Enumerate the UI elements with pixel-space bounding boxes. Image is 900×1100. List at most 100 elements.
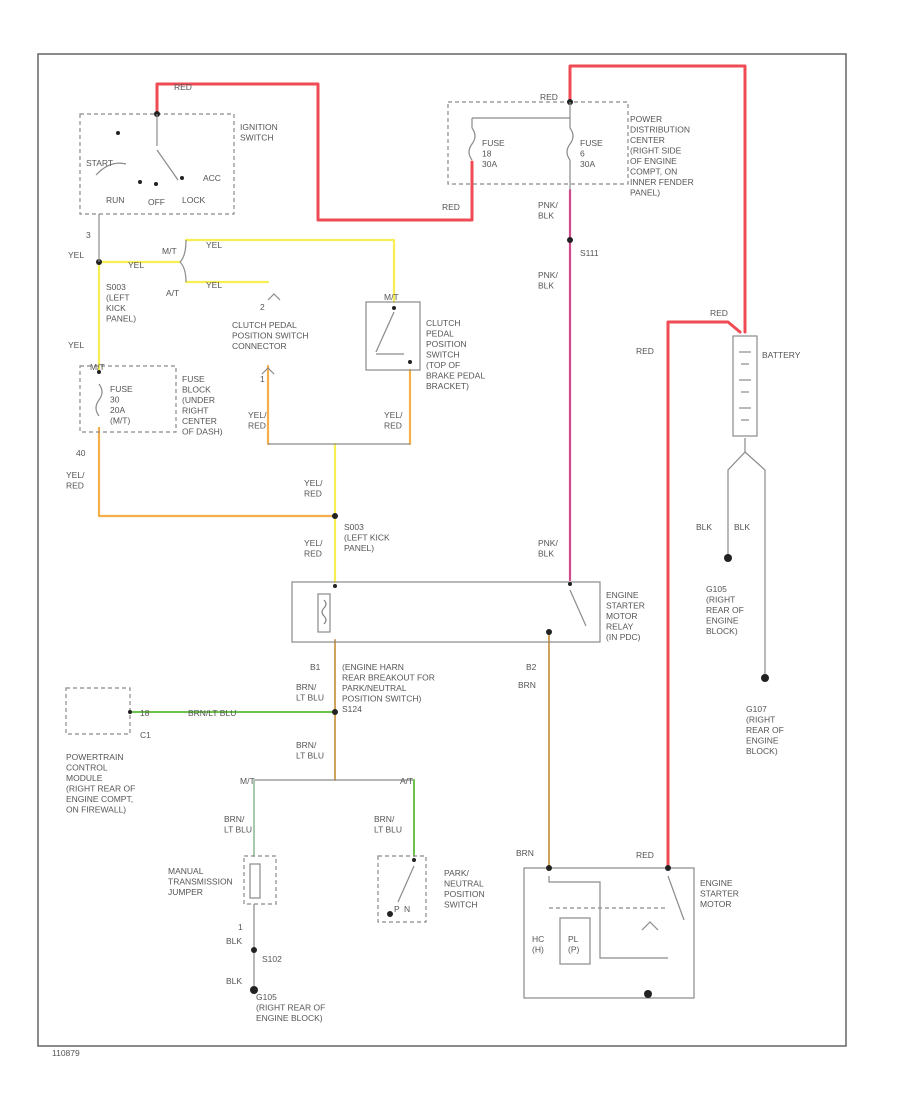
label-red-batt-top: RED [710,308,728,318]
label-line: BLK [538,281,554,291]
label-line: OF DASH) [182,427,223,437]
label-line: ENGINE [746,736,779,746]
label-line: 18 [482,149,492,159]
label-line: CENTER [630,135,665,145]
label-yel-red-3: YEL/RED [384,410,403,431]
label-line: PARK/NEUTRAL [342,683,407,693]
label-line: MOTOR [700,899,731,909]
label-line: 30 [110,395,120,405]
cpps-contact [375,311,395,353]
label-line: CENTER [182,416,217,426]
label-line: RED [304,489,322,499]
label-line: ENGINE BLOCK) [256,1013,323,1023]
label-s111: S111 [580,248,599,258]
cpps-terminal [392,306,396,310]
label-line: PANEL) [106,314,136,324]
pnp-terminal [412,858,416,862]
label-line: BRN/ [296,740,317,750]
label-line: (LEFT [106,293,130,303]
label-brn-lt-blu-short: BRN/LT BLU [188,708,236,718]
relay-coil [317,593,331,633]
label-line: PNK/ [538,538,558,548]
label-line: RELAY [606,622,634,632]
label-line: YEL/ [304,478,323,488]
label-line: S003 [344,522,364,532]
label-line: FUSE [580,138,603,148]
ground-g105-icon [250,986,258,994]
splice-s003 [332,513,338,519]
diagram-frame [37,53,847,1047]
label-line: BLK [538,211,554,221]
label-line: REAR OF [746,725,784,735]
label-line: (M/T) [110,416,130,426]
label-b1: B1 [310,662,321,672]
label-a-t-1: A/T [166,288,179,298]
jumper-inner [249,863,261,899]
label-line: 30A [580,159,595,169]
clutch-pedal-position-switch [365,301,421,371]
label-line: ENGINE [700,878,733,888]
label-line: POSITION SWITCH) [342,694,422,704]
fuse-30-icon [95,383,103,417]
label-line: PARK/ [444,868,470,878]
label-line: FUSE [110,384,133,394]
fuse-block-box [79,365,177,433]
label-m-t-4: M/T [240,776,255,786]
label-line: TRANSMISSION [168,877,233,887]
relay-terminal [333,584,337,588]
label-acc: ACC [203,173,221,183]
label-line: PNK/ [538,270,558,280]
label-yel-1: YEL [68,250,84,260]
starter-terminal [665,865,671,871]
label-line: 20A [110,405,125,415]
ignition-contact [156,149,179,181]
label-line: POWER [630,114,662,124]
splice-s102 [251,947,257,953]
label-line: CLUTCH [426,318,460,328]
cpps-terminal [408,360,412,364]
jumper-box [243,855,277,905]
label-pin-1b: 1 [238,922,243,932]
label-red-top: RED [174,82,192,92]
wire-yel-red-fuse [97,426,337,518]
label-blk-4: BLK [226,976,242,986]
label-line: (IN PDC) [606,632,641,642]
ignition-pos-dot [116,131,120,135]
label-line: (RIGHT SIDE [630,146,682,156]
label-yel-red-5: YEL/RED [304,538,323,559]
label-line: REAR BREAKOUT FOR [342,673,435,683]
label-off: OFF [148,197,165,207]
pcm-terminal [128,710,132,714]
label-line: (RIGHT [746,715,775,725]
label-line: (TOP OF [426,360,460,370]
label-line: SWITCH [444,900,478,910]
label-pin-18: 18 [140,708,150,718]
label-line: BRACKET) [426,381,469,391]
label-line: STARTER [700,889,739,899]
label-line: JUMPER [168,887,203,897]
label-line: LT BLU [374,825,402,835]
label-line: PNK/ [538,200,558,210]
label-m-t-2: M/T [384,292,399,302]
label-brn-lt-blu-2: BRN/LT BLU [296,740,324,761]
label-line: ENGINE [606,590,639,600]
label-line: (UNDER [182,395,215,405]
label-pin-3: 3 [86,230,91,240]
pnp-contact [397,865,415,903]
label-line: LT BLU [224,825,252,835]
wire-blk-battery-g105 [727,438,746,556]
label-line: S003 [106,282,126,292]
label-line: MOTOR [606,611,637,621]
starter-ground-icon [641,921,659,931]
label-brn-lt-blu-4: BRN/LT BLU [374,814,402,835]
label-line: G107 [746,704,767,714]
label-line: YEL/ [304,538,323,548]
label-line: RED [248,421,266,431]
ignition-pos-dot [154,182,158,186]
label-line: RED [66,481,84,491]
fuse-6-icon [566,127,574,161]
